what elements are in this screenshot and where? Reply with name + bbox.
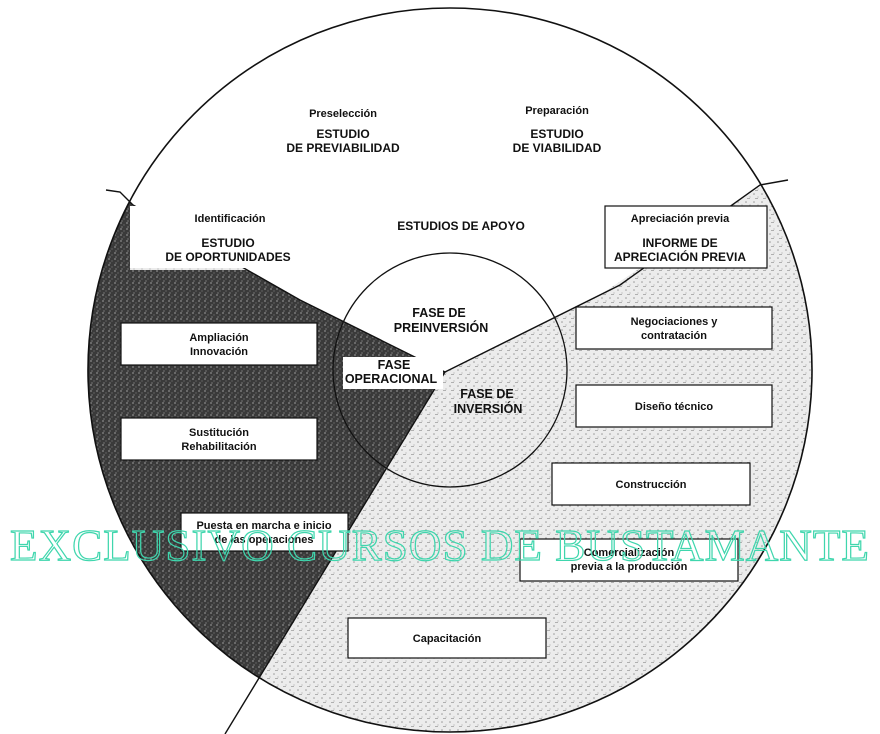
box-comercializacion: [519, 538, 739, 582]
label-ampliacion: Ampliación: [189, 332, 249, 344]
label-informe-1: INFORME DE: [642, 236, 717, 250]
divider-preinversion-operacional: [105, 189, 446, 373]
label-negociaciones: Negociaciones y: [631, 316, 719, 328]
phase-inversion-2: INVERSIÓN: [454, 401, 523, 416]
label-oportunidades-1: ESTUDIO: [201, 236, 254, 250]
phase-inversion-1: FASE DE: [460, 387, 514, 401]
label-identificacion: Identificación: [195, 213, 266, 225]
label-rehabilitacion: Rehabilitación: [181, 441, 256, 453]
box-negociaciones: [575, 306, 773, 350]
phase-operacional-1: FASE: [378, 358, 411, 372]
label-preparacion: Preparación: [525, 105, 589, 117]
label-capacitacion: Capacitación: [413, 633, 482, 645]
label-preseleccion: Preselección: [309, 108, 377, 120]
label-viabilidad-2: DE VIABILIDAD: [513, 141, 602, 155]
label-viabilidad-1: ESTUDIO: [530, 127, 583, 141]
box-ampliacion: [120, 322, 318, 366]
label-previabilidad-1: ESTUDIO: [316, 127, 369, 141]
preinversion-sector: [0, 0, 880, 372]
inner-circle: [332, 252, 568, 488]
label-apreciacion: Apreciación previa: [631, 213, 730, 225]
label-construccion: Construcción: [616, 479, 687, 491]
operacional-label-bg: [343, 357, 443, 389]
divider-operacional-inversion: [224, 371, 446, 734]
label-oportunidades-2: DE OPORTUNIDADES: [165, 250, 290, 264]
box-puesta-en-marcha: [180, 512, 349, 552]
label-previa-produccion: previa a la producción: [571, 561, 688, 573]
label-previabilidad-2: DE PREVIABILIDAD: [286, 141, 400, 155]
label-puesta-en-marcha: Puesta en marcha e inicio: [196, 520, 331, 532]
label-sustitucion: Sustitución: [189, 427, 249, 439]
watermark-text: EXCLUSIVO CURSOS DE BUSTAMANTE: [10, 521, 870, 570]
label-estudios-apoyo: ESTUDIOS DE APOYO: [397, 219, 525, 233]
box-apreciacion: [604, 205, 768, 269]
label-diseno-tecnico: Diseño técnico: [635, 401, 714, 413]
box-capacitacion: [347, 617, 547, 659]
label-contratacion: contratación: [641, 330, 707, 342]
box-identificacion: [130, 206, 305, 268]
box-sustitucion: [120, 417, 318, 461]
outer-circle: [87, 7, 813, 733]
label-innovacion: Innovación: [190, 346, 248, 358]
box-diseno: [575, 384, 773, 428]
phase-operacional-2: OPERACIONAL: [345, 372, 438, 386]
label-informe-2: APRECIACIÓN PREVIA: [614, 249, 746, 264]
phase-preinversion-2: PREINVERSIÓN: [394, 320, 488, 335]
box-construccion: [551, 462, 751, 506]
phase-preinversion-1: FASE DE: [412, 306, 466, 320]
label-comercializacion: Comercialización: [584, 547, 675, 559]
label-inicio-operaciones: de las operaciones: [214, 534, 313, 546]
